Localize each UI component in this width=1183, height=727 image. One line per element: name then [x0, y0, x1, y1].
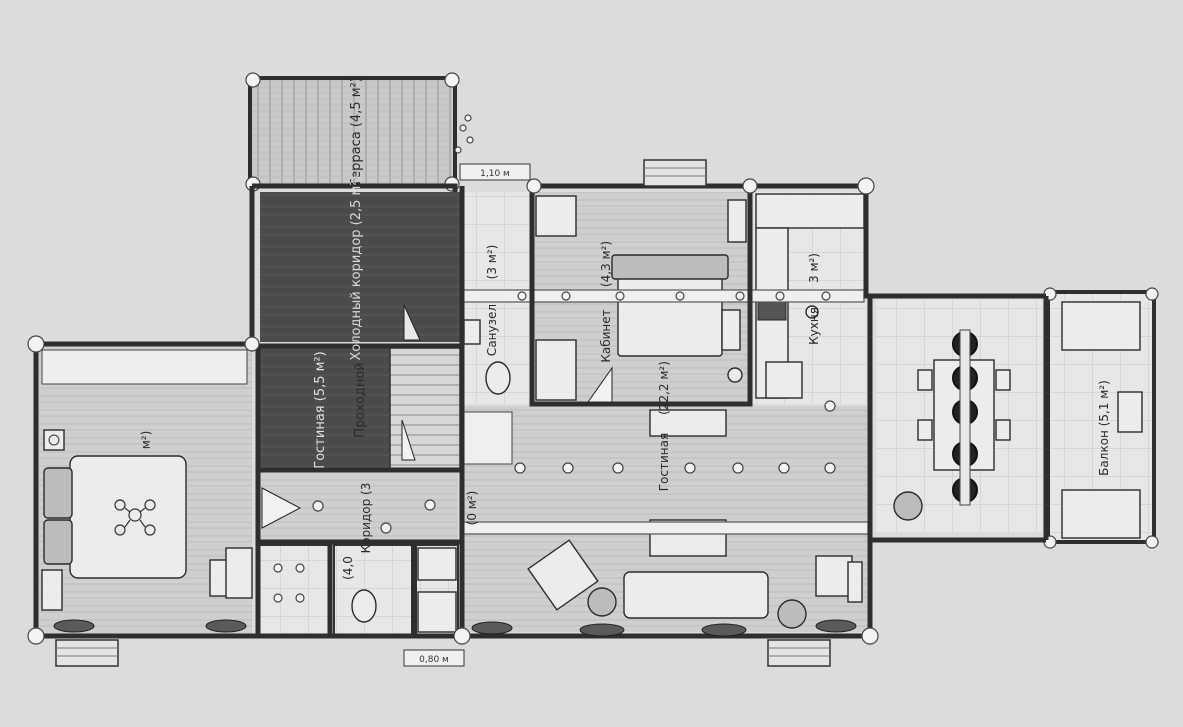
cold-hall	[260, 192, 460, 342]
label-bedroom: м²)	[139, 431, 153, 450]
label-guest: Гостиная	[657, 433, 671, 491]
stairs	[389, 347, 461, 471]
svg-text:1,10 м: 1,10 м	[480, 169, 510, 179]
label-wc-area: (4,0	[341, 556, 355, 580]
label-kitchen-area: 3 м²)	[807, 253, 821, 283]
corridor	[258, 472, 458, 542]
dimension-tag-top: 1,10 м	[459, 163, 531, 181]
label-kitchen: Кухня	[807, 307, 821, 345]
bath-bottom	[257, 544, 459, 636]
label-hall-area: (0 м²)	[465, 491, 479, 526]
dining-area	[876, 300, 1042, 532]
label-cold-hall: Холодный коридор (2,5 м²)	[349, 175, 364, 360]
living-upper	[260, 348, 390, 470]
label-bath-area: (3 м²)	[485, 245, 499, 280]
label-bath: Санузел	[485, 304, 499, 356]
terrace	[245, 72, 474, 192]
label-living-upper: Гостиная (5,5 м²)	[313, 351, 328, 468]
label-cabinet-area: (4,3 м²)	[599, 241, 613, 287]
label-terrace: Терраса (4,5 м²)	[349, 77, 364, 188]
dimension-tag-bottom: 0,80 м	[403, 649, 465, 667]
label-guest-area: (22,2 м²)	[657, 361, 671, 415]
label-passage: Проходной	[353, 362, 368, 438]
steps	[55, 159, 831, 667]
balcony	[1043, 287, 1159, 549]
label-cabinet: Кабинет	[599, 309, 613, 362]
label-balcony: Балкон (5,1 м²)	[1097, 380, 1111, 476]
plants	[53, 619, 857, 637]
label-corridor: Коридор (3	[359, 483, 373, 554]
bedroom	[36, 346, 253, 636]
walls	[27, 177, 1049, 645]
svg-text:0,80 м: 0,80 м	[419, 655, 449, 665]
